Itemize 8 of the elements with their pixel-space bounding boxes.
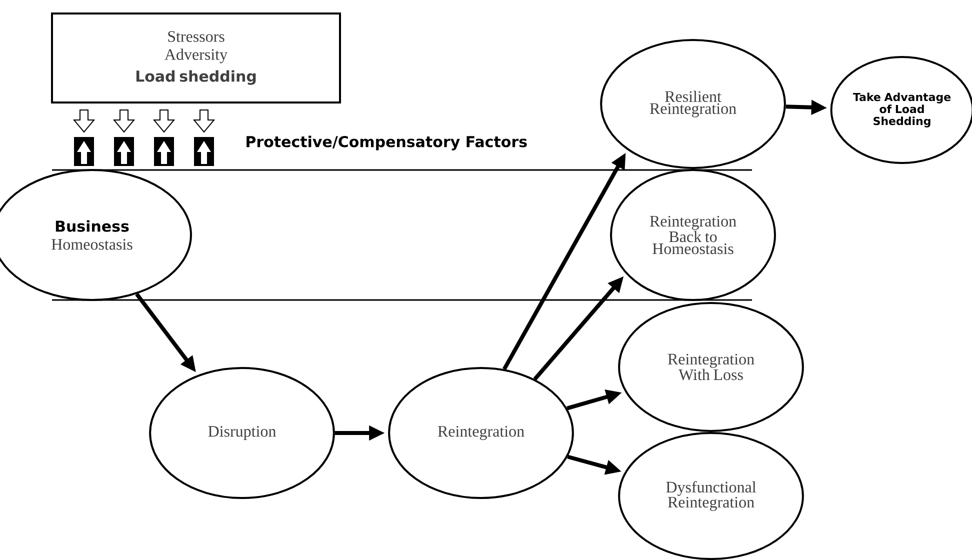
ellipse-node: Reintegration With Loss [618, 302, 804, 432]
ellipse-node: Dysfunctional Reintegration [618, 432, 804, 560]
ellipse-node: Disruption [149, 367, 335, 499]
stressor-box: Stressors Adversity Load shedding [51, 12, 341, 104]
ellipse-node: Reintegration Back to Homeostasis [610, 169, 776, 301]
ellipse-node: Reintegration [388, 367, 574, 499]
factors-label: Protective/Compensatory Factors [246, 136, 527, 150]
ellipse-node: Resilient Reintegration [600, 39, 786, 169]
